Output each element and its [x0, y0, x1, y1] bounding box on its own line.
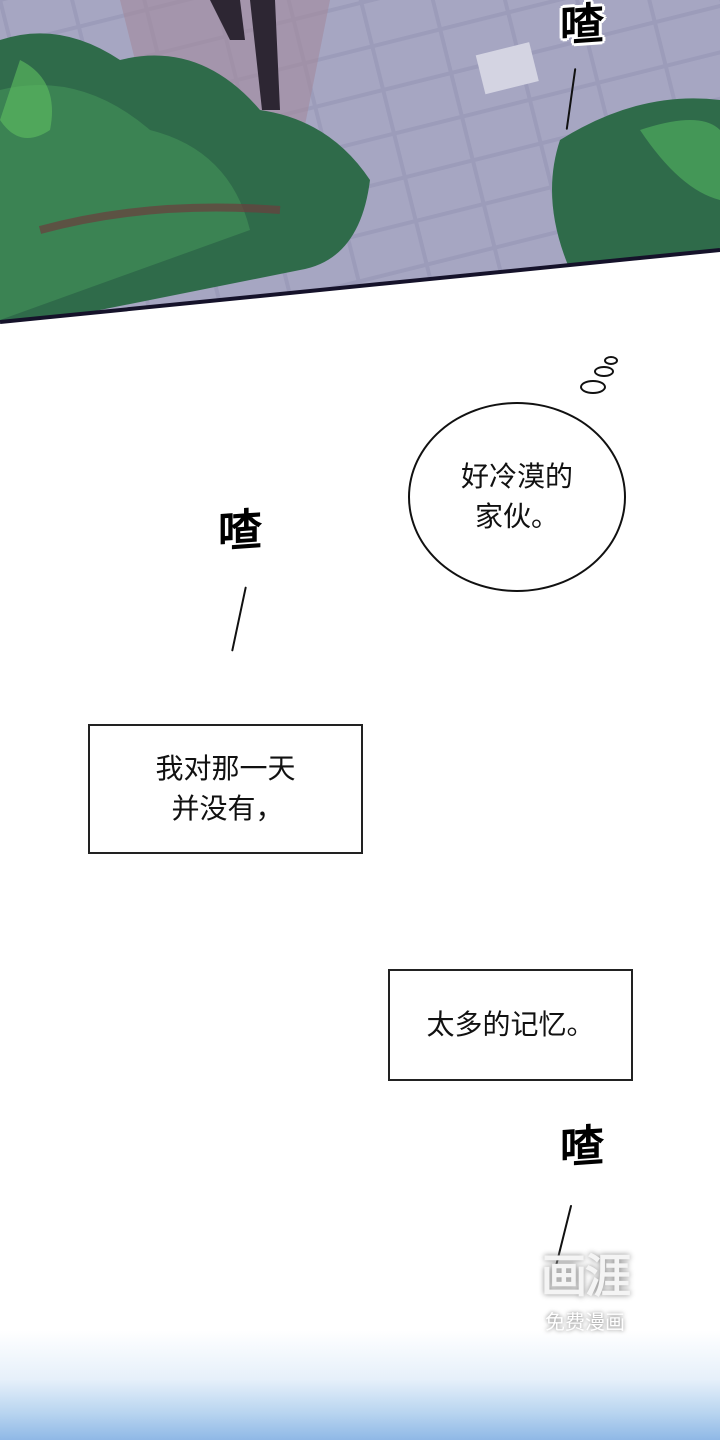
caption-line: 并没有， — [171, 792, 284, 825]
thought-text: 好冷漠的 家伙。 — [461, 457, 573, 537]
caption-box-1: 我对那一天 并没有， — [88, 724, 363, 854]
speed-line — [231, 586, 247, 652]
sound-effect-right: 喳 — [560, 1120, 602, 1175]
caption-box-2: 太多的记忆。 — [388, 969, 633, 1081]
thought-line: 好冷漠的 — [460, 460, 573, 493]
thought-puff — [580, 380, 606, 394]
thought-puff — [594, 366, 614, 377]
caption-line: 我对那一天 — [155, 752, 296, 785]
sound-effect-top: 喳 — [560, 0, 602, 53]
watermark-tagline: 免费漫画 — [545, 1310, 625, 1334]
caption-text: 太多的记忆。 — [426, 1008, 595, 1041]
top-panel-illustration — [0, 0, 720, 324]
thought-puff — [604, 356, 618, 365]
thought-bubble: 好冷漠的 家伙。 — [408, 402, 626, 592]
sound-effect-left: 喳 — [218, 504, 260, 559]
watermark-logo: 画涯 — [541, 1249, 631, 1303]
thought-line: 家伙。 — [474, 500, 559, 533]
sky-background — [0, 1330, 720, 1440]
watermark: 画涯 免费漫画 — [520, 1240, 650, 1335]
